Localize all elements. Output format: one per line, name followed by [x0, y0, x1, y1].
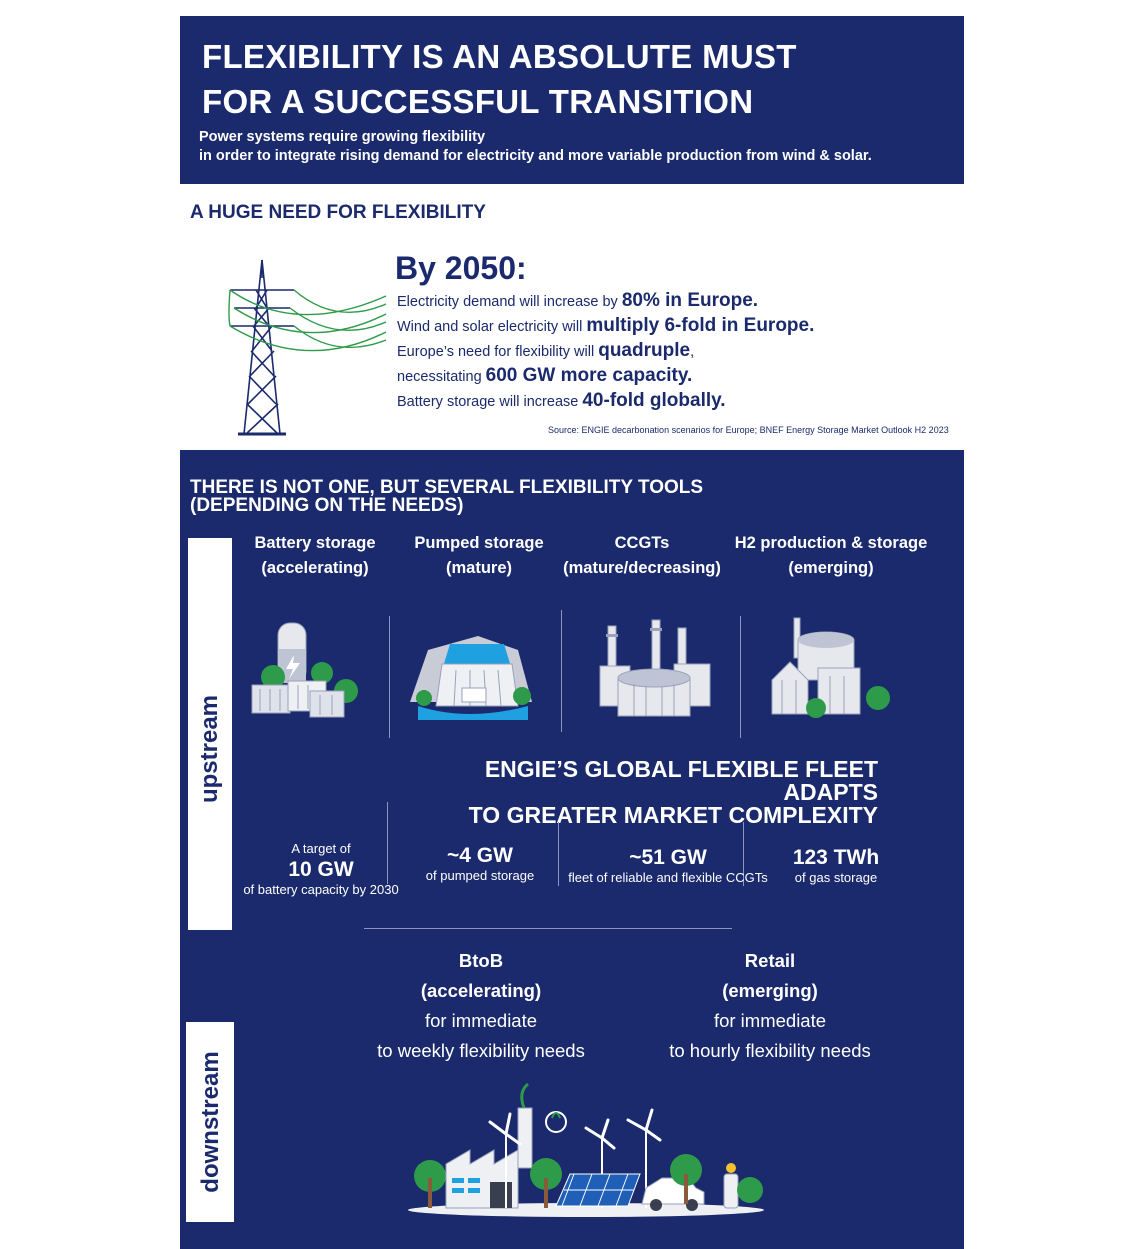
divider [558, 822, 559, 886]
stat-pumped: ~4 GW of pumped storage [425, 844, 535, 883]
fact-item: Electricity demand will increase by 80% … [397, 290, 759, 311]
need-heading: A HUGE NEED FOR FLEXIBILITY [190, 202, 486, 223]
downstream-city-energy-icon [408, 1082, 764, 1217]
col-battery-storage: Battery storage(accelerating) [254, 534, 376, 577]
pumped-storage-dam-icon [410, 636, 532, 720]
source-note: Source: ENGIE decarbonation scenarios fo… [548, 425, 949, 435]
battery-storage-icon [251, 622, 358, 718]
subtitle-line-1: Power systems require growing flexibilit… [199, 129, 486, 145]
upstream-label: upstream [196, 694, 223, 804]
page-title: FLEXIBILITY IS AN ABSOLUTE MUST FOR A SU… [202, 34, 797, 124]
retail-column: Retail (emerging) for immediate to hourl… [669, 950, 871, 1061]
divider [743, 822, 744, 886]
page-subtitle: Power systems require growing flexibilit… [199, 128, 872, 166]
fleet-heading: ENGIE’S GLOBAL FLEXIBLE FLEET ADAPTS TO … [392, 758, 878, 827]
col-pumped-storage: Pumped storage(mature) [414, 534, 544, 577]
btob-column: BtoB (accelerating) for immediate to wee… [377, 950, 585, 1061]
tools-heading-line-2: (DEPENDING ON THE NEEDS) [190, 495, 464, 516]
upstream-bar [188, 538, 232, 930]
stat-battery: A target of 10 GW of battery capacity by… [243, 841, 399, 897]
subtitle-line-2: in order to integrate rising demand for … [199, 148, 872, 164]
section-separator [364, 928, 732, 929]
header-banner: FLEXIBILITY IS AN ABSOLUTE MUST FOR A SU… [180, 16, 964, 184]
fleet-heading-line-1: ENGIE’S GLOBAL FLEXIBLE FLEET ADAPTS [484, 756, 878, 805]
divider [561, 610, 562, 732]
fleet-heading-line-2: TO GREATER MARKET COMPLEXITY [468, 802, 878, 828]
power-tower-icon [228, 259, 387, 436]
downstream-bar [186, 1022, 234, 1222]
stat-ccgts: ~51 GW fleet of reliable and flexible CC… [568, 846, 768, 885]
fact-item: Battery storage will increase 40-fold gl… [397, 390, 726, 411]
fact-item: Europe’s need for flexibility will quadr… [397, 340, 695, 361]
divider [740, 616, 741, 738]
fact-item: necessitating 600 GW more capacity. [397, 365, 693, 386]
ccgt-plant-icon [599, 619, 711, 717]
stat-gas-storage: 123 TWh of gas storage [792, 846, 880, 885]
col-ccgts: CCGTs(mature/decreasing) [563, 534, 721, 577]
title-line-2: FOR A SUCCESSFUL TRANSITION [202, 83, 754, 120]
h2-plant-icon [771, 617, 890, 718]
col-h2-production: H2 production & storage(emerging) [734, 534, 928, 577]
tools-panel: THERE IS NOT ONE, BUT SEVERAL FLEXIBILIT… [180, 450, 964, 1249]
fact-item: Wind and solar electricity will multiply… [397, 315, 815, 336]
downstream-label: downstream [197, 1051, 224, 1193]
tools-heading-line-1: THERE IS NOT ONE, BUT SEVERAL FLEXIBILIT… [190, 477, 704, 498]
divider [387, 802, 388, 884]
tools-heading: THERE IS NOT ONE, BUT SEVERAL FLEXIBILIT… [190, 477, 750, 516]
divider [389, 616, 390, 738]
by-2050-heading: By 2050: [395, 250, 527, 286]
title-line-1: FLEXIBILITY IS AN ABSOLUTE MUST [202, 38, 797, 75]
facts-list: Electricity demand will increase by 80% … [397, 289, 957, 414]
